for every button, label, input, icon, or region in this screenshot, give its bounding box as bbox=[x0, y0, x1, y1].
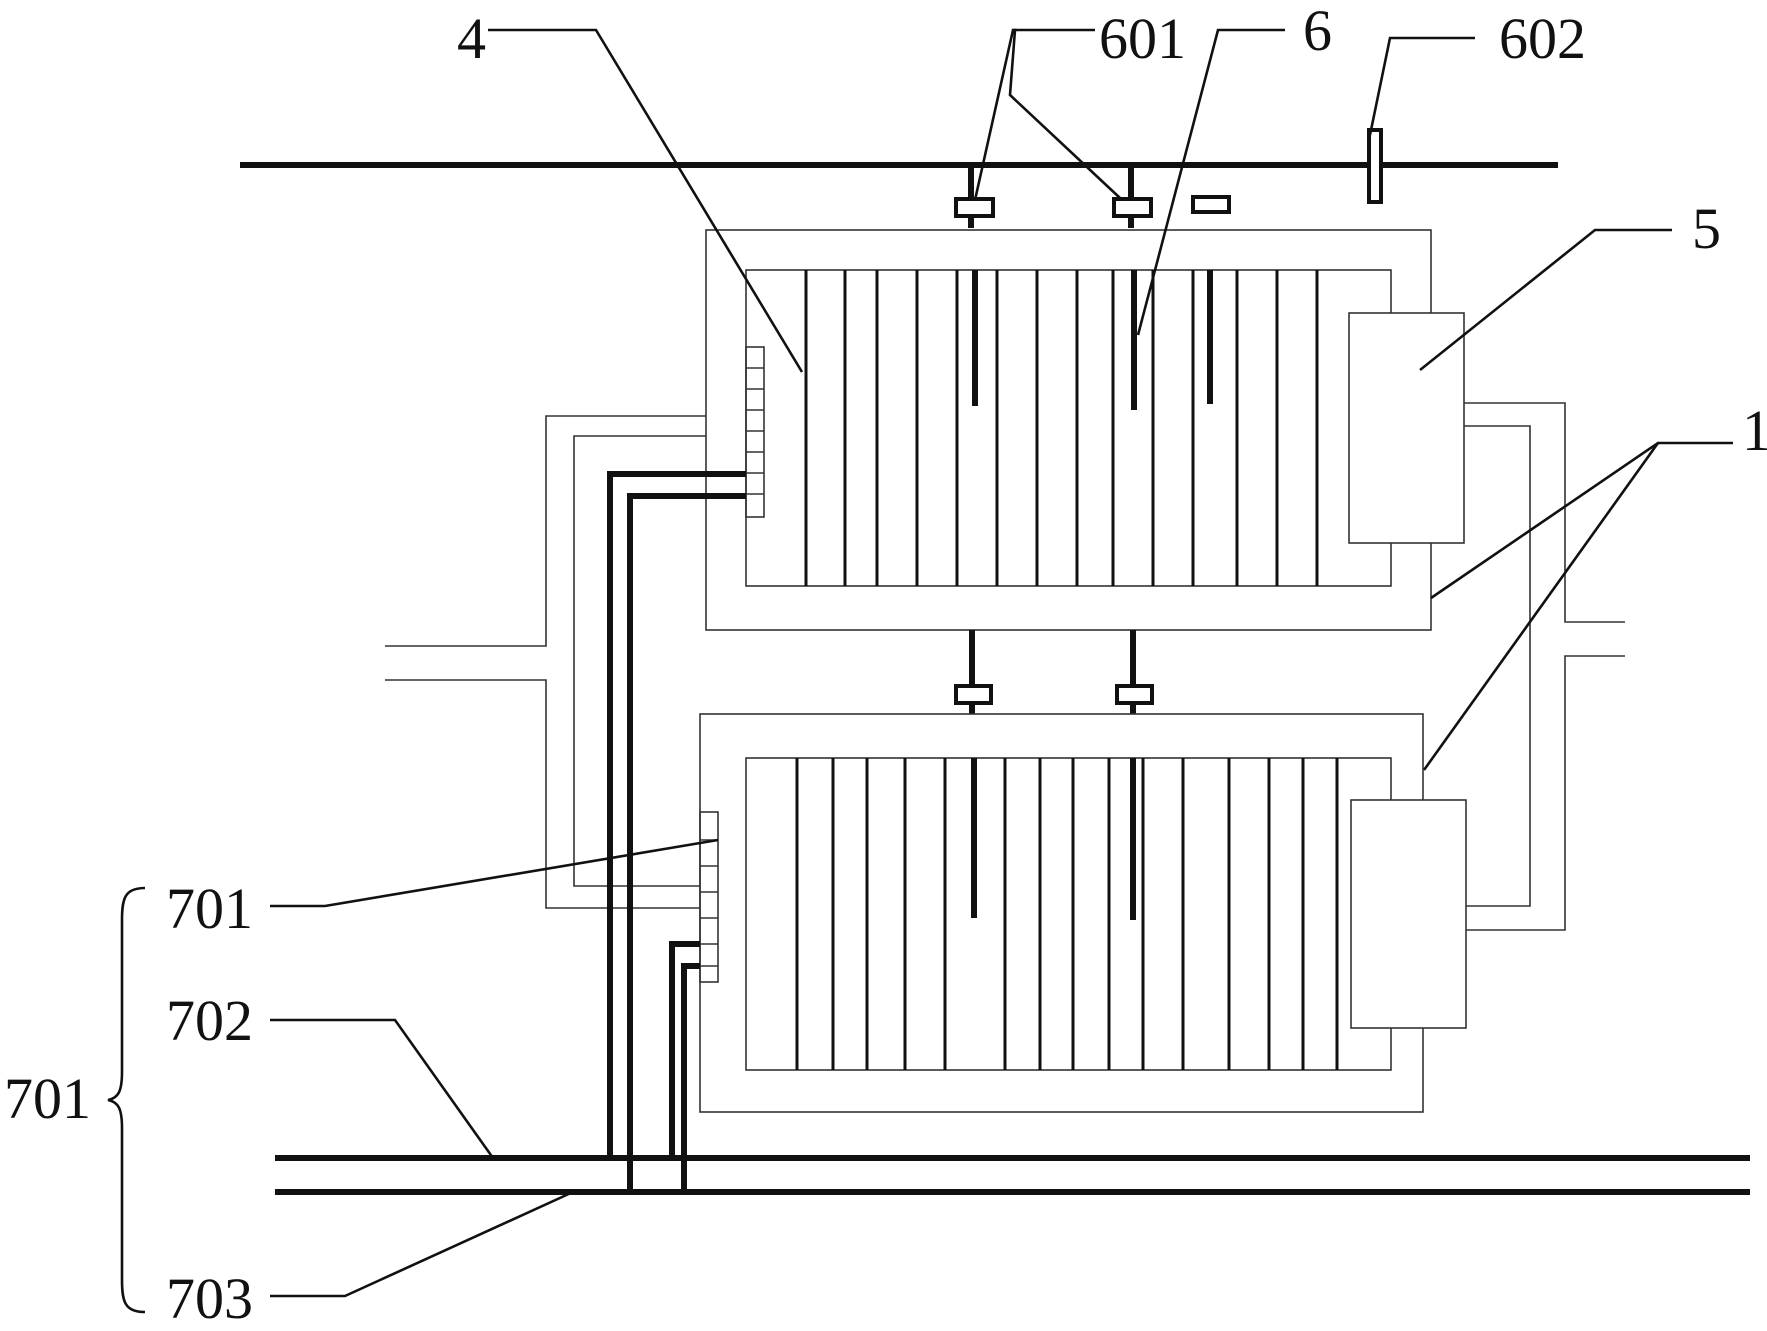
label-601: 601 bbox=[1099, 6, 1186, 71]
upper-wiring bbox=[607, 471, 746, 1192]
top-valve-3 bbox=[1191, 195, 1231, 214]
label-602: 602 bbox=[1499, 6, 1586, 71]
lower-tank bbox=[699, 713, 1467, 1113]
group-brace bbox=[107, 886, 146, 1314]
top-valve-2 bbox=[1112, 165, 1153, 228]
upper-tank bbox=[705, 229, 1465, 631]
lower-plates bbox=[795, 758, 1339, 1070]
label-701-group: 701 bbox=[4, 1066, 91, 1131]
lower-electrodes bbox=[971, 758, 1136, 920]
mid-valve-2 bbox=[1115, 630, 1154, 714]
label-5: 5 bbox=[1692, 196, 1721, 261]
leader-lines bbox=[270, 28, 1733, 1298]
gate-602 bbox=[1367, 128, 1383, 204]
upper-connector-strip bbox=[745, 346, 765, 518]
label-702: 702 bbox=[166, 988, 253, 1053]
right-pipes bbox=[1464, 402, 1625, 931]
lower-connector-strip bbox=[699, 811, 719, 983]
label-6: 6 bbox=[1303, 0, 1332, 63]
label-4: 4 bbox=[457, 6, 486, 71]
left-pipes bbox=[385, 415, 706, 909]
label-701-top: 701 bbox=[166, 876, 253, 941]
mid-valve-1 bbox=[954, 630, 993, 714]
upper-plates bbox=[804, 270, 1319, 586]
lower-wiring bbox=[669, 941, 700, 1192]
label-1: 1 bbox=[1742, 398, 1767, 463]
lower-module-5 bbox=[1350, 799, 1467, 1029]
label-703: 703 bbox=[166, 1266, 253, 1331]
upper-electrodes bbox=[972, 270, 1213, 410]
